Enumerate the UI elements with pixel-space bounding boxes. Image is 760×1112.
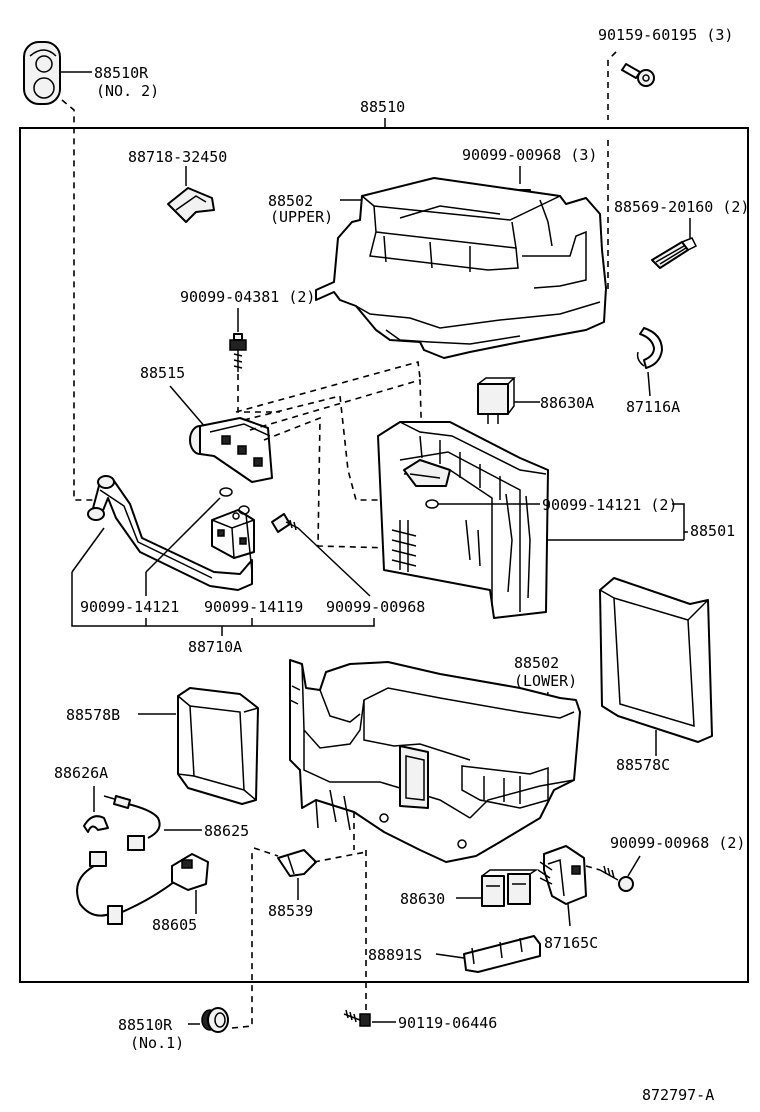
- harness-88605-label: 88605: [152, 916, 197, 934]
- assembly-label: 88510: [360, 98, 405, 116]
- seal-no2-label: 88510R: [94, 64, 149, 82]
- screw-06446-label: 90119-06446: [398, 1014, 497, 1032]
- packing-88578c-part: [599, 577, 713, 743]
- relay-88630-label: 88630: [400, 890, 445, 908]
- harness-88605-part: [76, 851, 209, 925]
- evaporator-88501-part: [377, 421, 549, 619]
- seal-no1-sublabel: (No.1): [130, 1034, 184, 1052]
- screw-06446-part: [343, 1009, 371, 1027]
- clamp-88626a-label: 88626A: [54, 764, 108, 782]
- clip-88569-part: [651, 237, 698, 269]
- screw-90159-label: 90159-60195 (3): [598, 26, 733, 44]
- screw-00968-2-label: 90099-00968 (2): [610, 834, 745, 852]
- valve-88515-label: 88515: [140, 364, 185, 382]
- oring-14119-label: 90099-14119: [204, 598, 303, 616]
- clamp-88626a-part: [83, 815, 109, 833]
- seal-no1-part: [201, 1007, 229, 1033]
- clip-88718-label: 88718-32450: [128, 148, 227, 166]
- cover-88891s-part: [463, 935, 541, 973]
- case-lower-sublabel: (LOWER): [514, 672, 577, 690]
- case-lower-label: 88502: [514, 654, 559, 672]
- screw-00968-label: 90099-00968: [326, 598, 425, 616]
- clamp-87116a-part: [636, 327, 663, 369]
- thermistor-88625-label: 88625: [204, 822, 249, 840]
- figure-id: 872797-A: [642, 1086, 714, 1104]
- oring-14119-part: [238, 505, 250, 515]
- packing-88578c-label: 88578C: [616, 756, 670, 774]
- bolt-04381-label: 90099-04381 (2): [180, 288, 315, 306]
- clip-88718-part: [167, 187, 215, 223]
- assembly-frame: [19, 127, 749, 983]
- packing-88578b-part: [177, 687, 259, 805]
- screw-00968-2-part: [599, 865, 634, 892]
- case-lower-part: [289, 659, 581, 863]
- plug-88539-label: 88539: [268, 902, 313, 920]
- case-upper-part: [315, 177, 607, 359]
- case-upper-label: 88502: [268, 192, 313, 210]
- clamp-87116a-label: 87116A: [626, 398, 680, 416]
- screw-00968-3-label: 90099-00968 (3): [462, 146, 597, 164]
- resistor-87165c-part: [537, 845, 587, 905]
- tube-88710a-label: 88710A: [188, 638, 242, 656]
- seal-no2-sublabel: (NO. 2): [96, 82, 159, 100]
- clip-88569-label: 88569-20160 (2): [614, 198, 749, 216]
- resistor-87165c-label: 87165C: [544, 934, 598, 952]
- seal-no1-label: 88510R: [118, 1016, 173, 1034]
- cover-88891s-label: 88891S: [368, 946, 422, 964]
- thermistor-88625-part: [103, 795, 161, 851]
- screw-00968-part: [271, 513, 299, 533]
- evaporator-88501-label: 88501: [690, 522, 735, 540]
- valve-88515-part: [189, 417, 273, 483]
- case-upper-sublabel: (UPPER): [270, 208, 333, 226]
- oring-14121-part: [219, 487, 233, 497]
- seal-no2-part: [23, 41, 61, 105]
- bolt-04381-part: [229, 333, 247, 372]
- relay-88630a-part: [477, 377, 516, 424]
- oring-14121-label: 90099-14121: [80, 598, 179, 616]
- relay-88630-part: [481, 869, 539, 907]
- relay-88630a-label: 88630A: [540, 394, 594, 412]
- screw-90159-part: [621, 63, 655, 87]
- packing-88578b-label: 88578B: [66, 706, 120, 724]
- oring-14121-2-label: 90099-14121 (2): [542, 496, 677, 514]
- tube-88710a-part: [87, 475, 255, 591]
- plug-88539-part: [277, 849, 317, 877]
